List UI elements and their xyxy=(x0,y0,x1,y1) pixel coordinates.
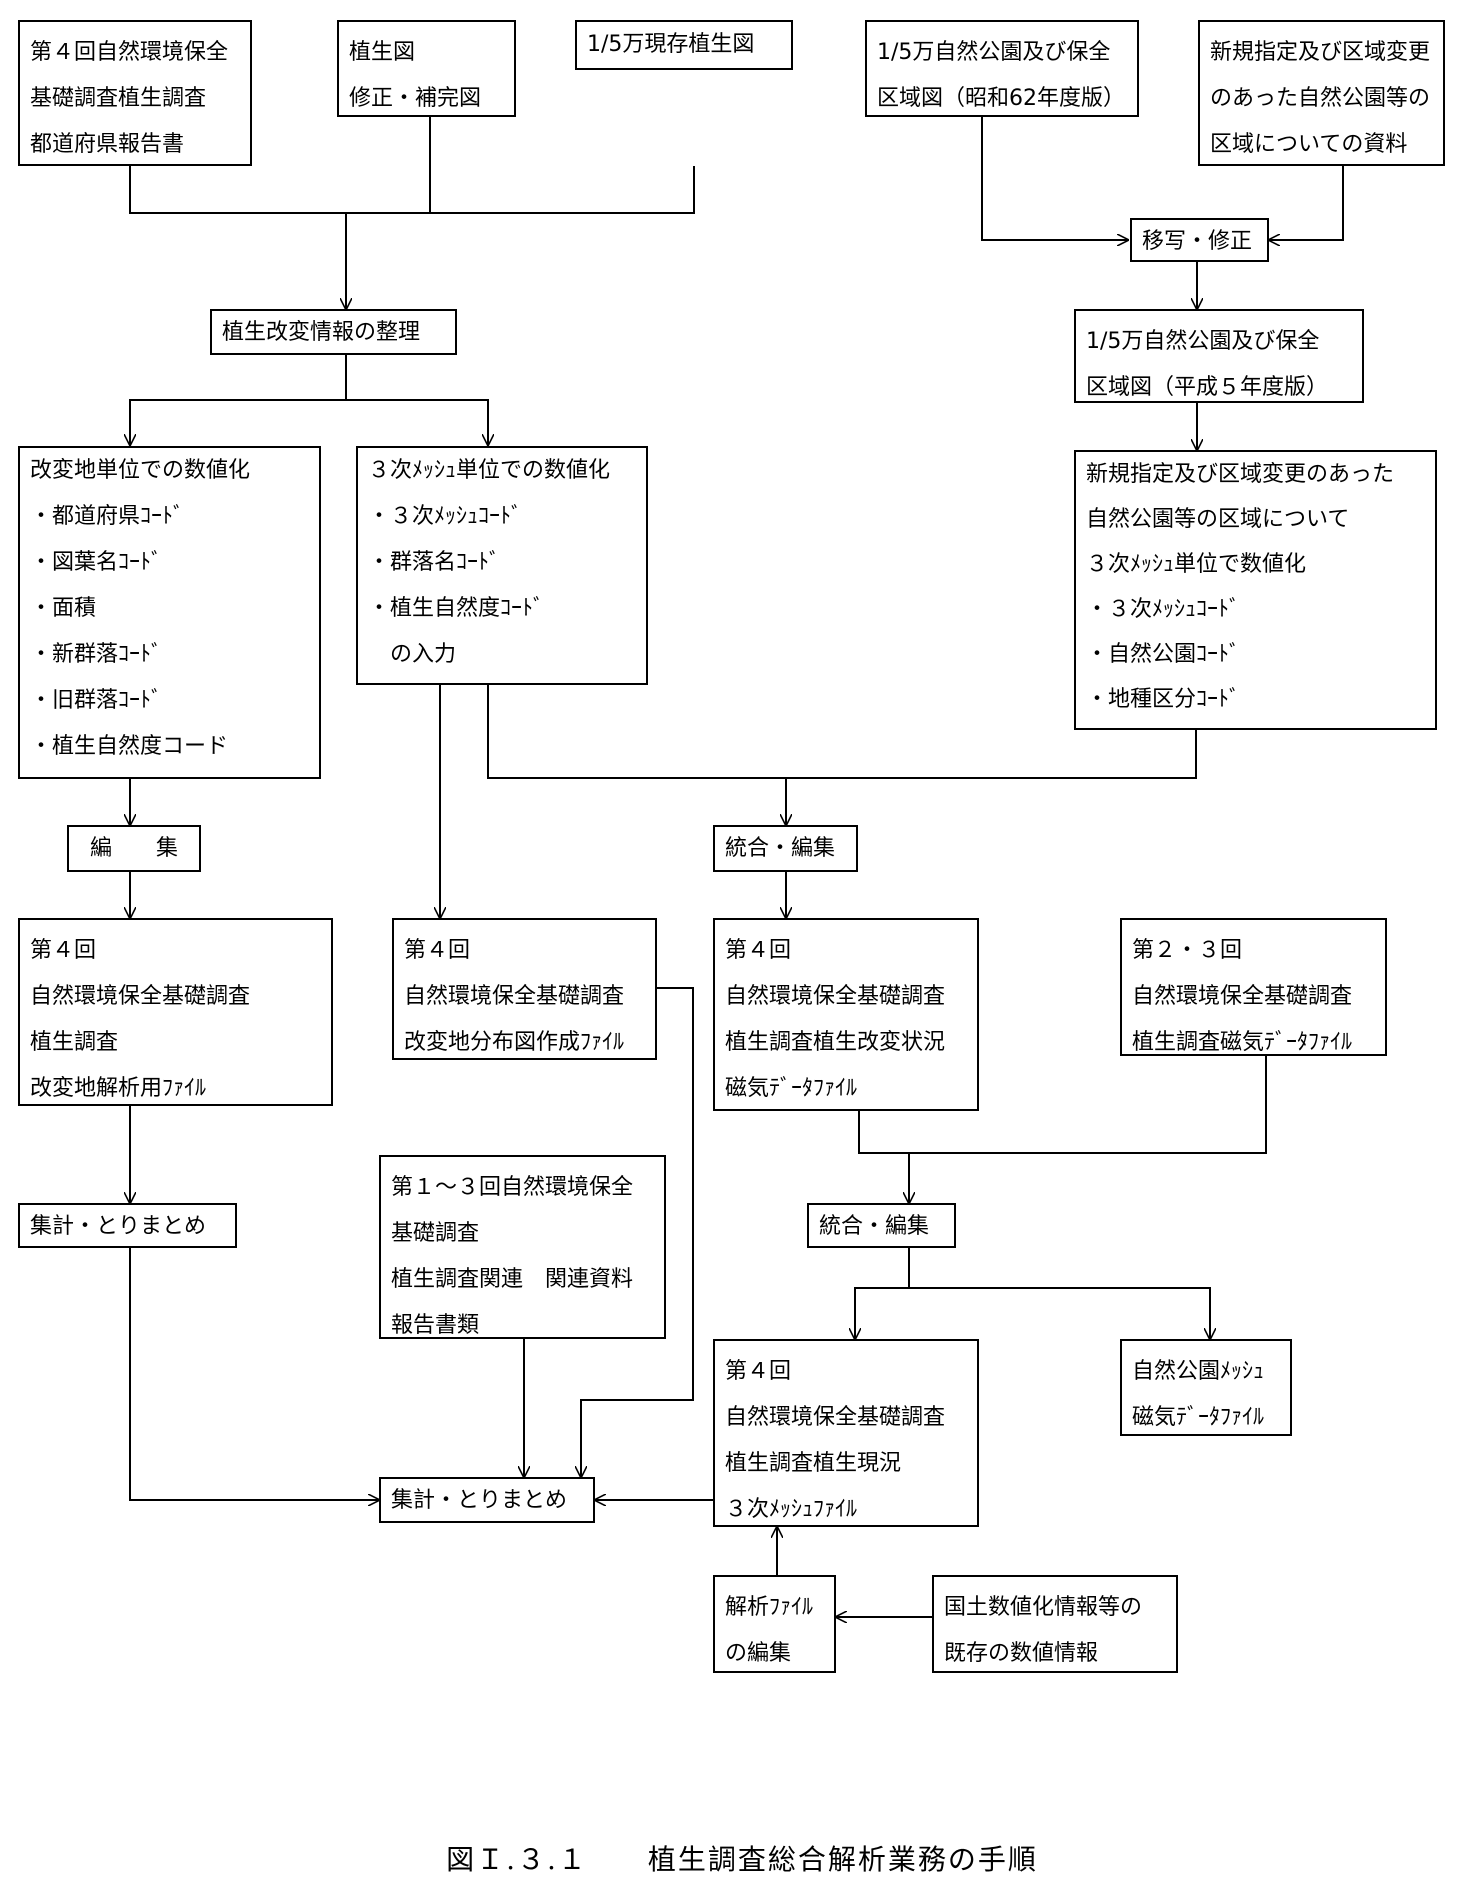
box-summary-main: 集計・とりまとめ xyxy=(379,1477,595,1523)
box-file-distmap: 第４回 自然環境保全基礎調査 改変地分布図作成ﾌｧｲﾙ xyxy=(392,918,657,1060)
box-file-23: 第２・３回 自然環境保全基礎調査 植生調査磁気ﾃﾞｰﾀﾌｧｲﾙ xyxy=(1120,918,1387,1056)
arrow-to-digitize-mesh xyxy=(346,399,488,445)
box-new-area-docs: 新規指定及び区域変更 のあった自然公園等の 区域についての資料 xyxy=(1198,20,1445,166)
box-analysis-edit: 解析ﾌｧｲﾙ の編集 xyxy=(713,1575,836,1673)
box-park-h5: 1/5万自然公園及び保全 区域図（平成５年度版） xyxy=(1074,309,1364,403)
box-edit: 編 集 xyxy=(67,825,201,872)
box-veg-map: 植生図 修正・補完図 xyxy=(337,20,516,117)
box-organize: 植生改変情報の整理 xyxy=(210,309,457,355)
box-park-mesh: 自然公園ﾒｯｼｭ 磁気ﾃﾞｰﾀﾌｧｲﾙ xyxy=(1120,1339,1292,1436)
box-file-analysis: 第４回 自然環境保全基礎調査 植生調査 改変地解析用ﾌｧｲﾙ xyxy=(18,918,333,1106)
box-park-s62: 1/5万自然公園及び保全 区域図（昭和62年度版） xyxy=(865,20,1139,117)
arrow-docs-to-copy xyxy=(1269,166,1344,240)
box-file-change: 第４回 自然環境保全基礎調査 植生調査植生改変状況 磁気ﾃﾞｰﾀﾌｧｲﾙ xyxy=(713,918,979,1111)
box-integrate2: 統合・編集 xyxy=(807,1203,956,1248)
arrow-summary-left-to-main xyxy=(129,1248,379,1500)
box-integrate1: 統合・編集 xyxy=(713,825,858,872)
box-summary-left: 集計・とりまとめ xyxy=(18,1203,237,1248)
box-map-50k: 1/5万現存植生図 xyxy=(575,20,793,70)
box-reports-13: 第１～３回自然環境保全 基礎調査 植生調査関連 関連資料 報告書類 xyxy=(379,1155,666,1339)
arrow-distmap-to-summary xyxy=(581,987,694,1477)
arrow-to-file-mesh xyxy=(855,1248,910,1339)
connector-top-merge xyxy=(129,166,695,214)
arrow-to-park-mesh xyxy=(909,1287,1210,1339)
connector-file-merge xyxy=(858,1056,1267,1154)
box-digitize-site: 改変地単位での数値化 ・都道府県ｺｰﾄﾞ ・図葉名ｺｰﾄﾞ ・面積 ・新群落ｺｰ… xyxy=(18,446,321,779)
box-digitize-mesh: ３次ﾒｯｼｭ単位での数値化 ・３次ﾒｯｼｭｺｰﾄﾞ ・群落名ｺｰﾄﾞ ・植生自然… xyxy=(356,446,648,685)
figure-caption: 図Ｉ.３.１ 植生調査総合解析業務の手順 xyxy=(446,1843,1038,1876)
arrow-park-s62-to-copy xyxy=(981,117,1128,240)
arrow-to-digitize-site xyxy=(130,355,347,445)
box-digitize-park: 新規指定及び区域変更のあった 自然公園等の区域について ３次ﾒｯｼｭ単位で数値化… xyxy=(1074,450,1437,730)
box-file-mesh: 第４回 自然環境保全基礎調査 植生調査植生現況 ３次ﾒｯｼｭﾌｧｲﾙ xyxy=(713,1339,979,1527)
box-copy-fix: 移写・修正 xyxy=(1130,218,1269,262)
box-national-data: 国土数値化情報等の 既存の数値情報 xyxy=(932,1575,1178,1673)
connector-mesh-park-merge xyxy=(487,685,1197,779)
box-report4: 第４回自然環境保全 基礎調査植生調査 都道府県報告書 xyxy=(18,20,252,166)
